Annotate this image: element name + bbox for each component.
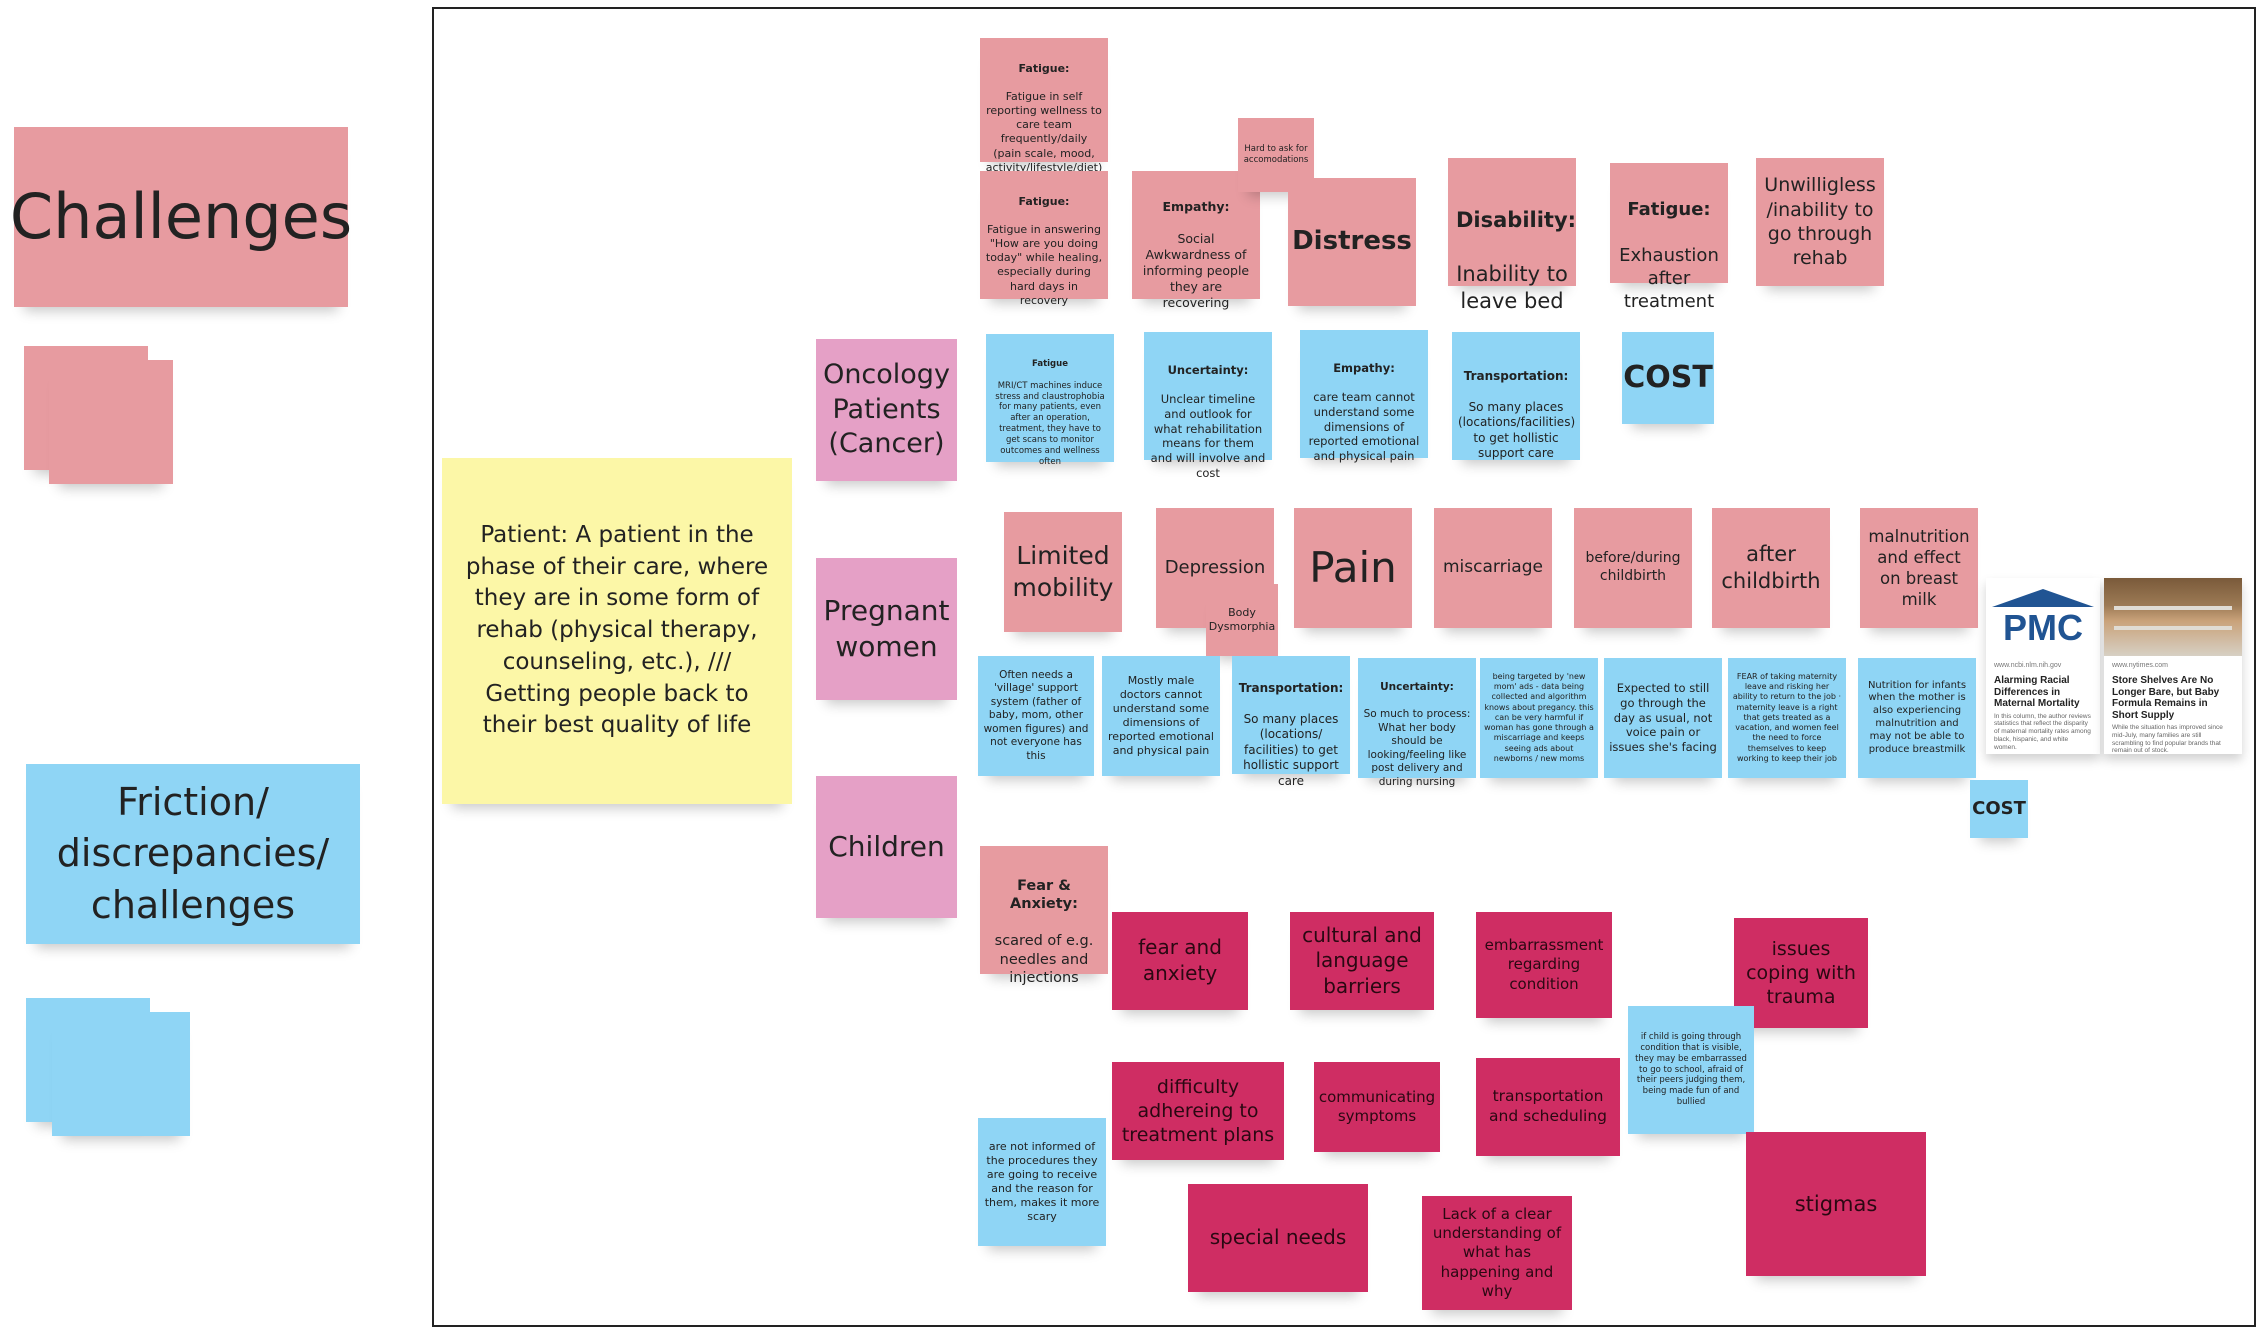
pmc-desc: In this column, the author reviews stati… <box>1994 712 2091 751</box>
preg-after-childbirth[interactable]: after childbirth <box>1712 508 1830 628</box>
note-body: Fatigue in self reporting wellness to ca… <box>985 90 1103 174</box>
news-title: Store Shelves Are No Longer Bare, but Ba… <box>2112 675 2220 721</box>
pmc-logo-thumb: PMC <box>1986 578 2100 656</box>
note-body: So many places (locations/facilities) to… <box>1458 400 1576 461</box>
preg-transportation[interactable]: Transportation: So many places (location… <box>1232 656 1350 788</box>
board-frame <box>432 7 2256 1327</box>
onc-unwilligless[interactable]: Unwilligless /inability to go through re… <box>1756 158 1884 286</box>
note-heading: Fatigue: <box>1627 199 1711 221</box>
preg-cost[interactable]: COST <box>1970 780 2028 838</box>
note-body: So much to process: What her body should… <box>1363 708 1471 788</box>
note-heading: Transportation: <box>1238 681 1344 696</box>
preg-targeted-ads[interactable]: being targeted by 'new mom' ads - data b… <box>1480 658 1598 778</box>
child-fear-and-anxiety[interactable]: fear and anxiety <box>1112 912 1248 1010</box>
preg-uncertainty[interactable]: Uncertainty: So much to process: What he… <box>1358 658 1476 788</box>
legend-friction-note[interactable]: Friction/ discrepancies/ challenges <box>26 764 360 944</box>
child-communicating-symptoms[interactable]: communicating symptoms <box>1314 1062 1440 1152</box>
preg-malnutrition[interactable]: malnutrition and effect on breast milk <box>1860 508 1978 628</box>
preg-miscarriage[interactable]: miscarriage <box>1434 508 1552 628</box>
preg-before-during[interactable]: before/during childbirth <box>1574 508 1692 628</box>
note-body: Fatigue in answering "How are you doing … <box>985 223 1103 307</box>
onc-fatigue-answering[interactable]: Fatigue: Fatigue in answering "How are y… <box>980 171 1108 307</box>
note-body: So many places (locations/ facilities) t… <box>1243 712 1339 788</box>
onc-fatigue-self-reporting[interactable]: Fatigue: Fatigue in self reporting welln… <box>980 38 1108 174</box>
pmc-logo-text: PMC <box>2003 607 2083 648</box>
challenges-stack-front[interactable] <box>49 360 173 484</box>
child-embarrassment[interactable]: embarrassment regarding condition <box>1476 912 1612 1018</box>
news-site: www.nytimes.com <box>2112 662 2169 669</box>
child-not-informed[interactable]: are not informed of the procedures they … <box>978 1118 1106 1246</box>
note-heading: Fatigue <box>1032 358 1068 369</box>
preg-pain[interactable]: Pain <box>1294 508 1412 628</box>
preg-body-dysmorphia[interactable]: Body Dysmorphia <box>1206 584 1278 656</box>
preg-fear-maternity-leave[interactable]: FEAR of taking maternity leave and riski… <box>1728 658 1846 778</box>
child-transportation-scheduling[interactable]: transportation and scheduling <box>1476 1058 1620 1156</box>
onc-blue-cost[interactable]: COST <box>1622 332 1714 424</box>
child-cultural-language[interactable]: cultural and language barriers <box>1290 912 1434 1010</box>
pmc-roof-icon <box>1992 589 2094 607</box>
onc-blue-transportation[interactable]: Transportation: So many places (location… <box>1452 332 1580 460</box>
preg-village[interactable]: Often needs a 'village' support system (… <box>978 656 1094 776</box>
child-visible-condition[interactable]: if child is going through condition that… <box>1628 1006 1754 1134</box>
patient-definition-note[interactable]: Patient: A patient in the phase of their… <box>442 458 792 804</box>
category-children[interactable]: Children <box>816 776 957 918</box>
onc-disability[interactable]: Disability: Inability to leave bed <box>1448 158 1577 313</box>
friction-stack-front[interactable] <box>52 1012 190 1136</box>
onc-blue-empathy[interactable]: Empathy: care team cannot understand som… <box>1300 330 1428 463</box>
note-heading: Empathy: <box>1333 360 1395 375</box>
note-heading: Fatigue: <box>1018 195 1070 209</box>
note-body: Social Awkwardness of informing people t… <box>1142 231 1250 310</box>
category-oncology[interactable]: Oncology Patients (Cancer) <box>816 339 957 481</box>
note-heading: Uncertainty: <box>1167 362 1249 377</box>
preg-male-doctors[interactable]: Mostly male doctors cannot understand so… <box>1102 656 1220 776</box>
news-article-card[interactable]: www.nytimes.com Store Shelves Are No Lon… <box>2104 578 2242 754</box>
note-body: scared of e.g. needles and injections <box>994 933 1094 987</box>
note-heading: Fatigue: <box>1018 62 1070 76</box>
child-special-needs[interactable]: special needs <box>1188 1184 1368 1292</box>
note-body: care team cannot understand some dimensi… <box>1308 390 1420 464</box>
note-body: Exhaustion after treatment <box>1619 245 1719 313</box>
preg-nutrition-infants[interactable]: Nutrition for infants when the mother is… <box>1858 658 1976 778</box>
news-desc: While the situation has improved since m… <box>2112 724 2223 754</box>
onc-distress[interactable]: Distress <box>1288 178 1416 306</box>
shelf-line <box>2114 626 2232 630</box>
onc-blue-fatigue-mri[interactable]: Fatigue MRI/CT machines induce stress an… <box>986 334 1114 467</box>
child-fear-anxiety-needles[interactable]: Fear & Anxiety: scared of e.g. needles a… <box>980 846 1108 986</box>
note-heading: Transportation: <box>1463 369 1569 384</box>
note-heading: Uncertainty: <box>1380 681 1454 694</box>
shelf-line <box>2114 606 2232 610</box>
pmc-title: Alarming Racial Differences in Maternal … <box>1994 675 2080 709</box>
onc-empathy-social[interactable]: Empathy: Social Awkwardness of informing… <box>1132 171 1260 310</box>
note-heading: Empathy: <box>1162 199 1230 214</box>
child-stigmas[interactable]: stigmas <box>1746 1132 1926 1276</box>
onc-fatigue-exhaustion[interactable]: Fatigue: Exhaustion after treatment <box>1610 163 1728 312</box>
child-coping-trauma[interactable]: issues coping with trauma <box>1734 918 1868 1028</box>
child-lack-understanding[interactable]: Lack of a clear understanding of what ha… <box>1422 1196 1572 1310</box>
note-body: Inability to leave bed <box>1456 261 1568 313</box>
onc-blue-uncertainty[interactable]: Uncertainty: Unclear timeline and outloo… <box>1144 332 1272 480</box>
child-difficulty-adhering[interactable]: difficulty adhereing to treatment plans <box>1112 1062 1284 1160</box>
note-heading: Disability: <box>1456 207 1577 232</box>
note-body: Unclear timeline and outlook for what re… <box>1150 392 1266 480</box>
preg-limited-mobility[interactable]: Limited mobility <box>1004 512 1122 632</box>
preg-expected-usual[interactable]: Expected to still go through the day as … <box>1604 658 1722 778</box>
category-pregnant-women[interactable]: Pregnant women <box>816 558 957 700</box>
store-shelves-photo <box>2104 578 2242 656</box>
note-body: MRI/CT machines induce stress and claust… <box>995 380 1105 467</box>
legend-challenges-note[interactable]: Challenges <box>10 127 352 307</box>
pmc-site: www.ncbi.nlm.nih.gov <box>1994 662 2062 669</box>
note-heading: Fear & Anxiety: <box>1010 877 1078 913</box>
pmc-article-card[interactable]: PMC www.ncbi.nlm.nih.gov Alarming Racial… <box>1986 578 2100 754</box>
